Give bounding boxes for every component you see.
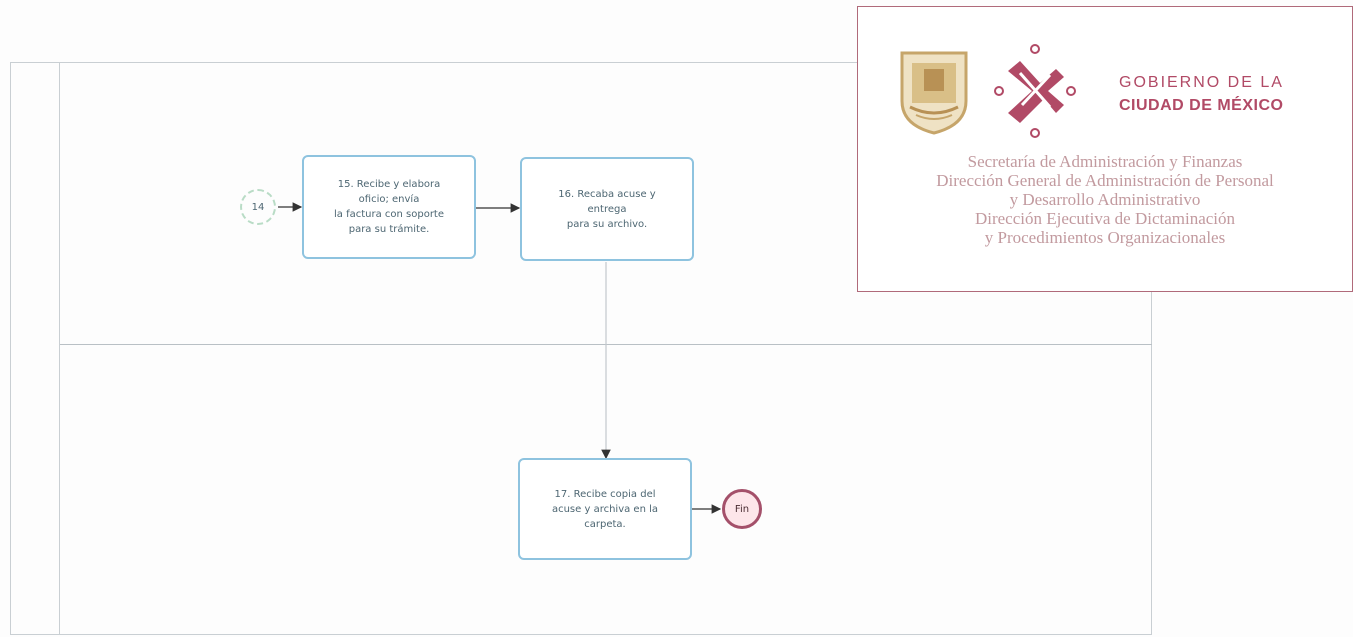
task-16: 16. Recaba acuse y entrega para su archi… — [520, 157, 694, 261]
government-header — [857, 6, 1353, 292]
end-event-label: Fin — [734, 503, 750, 515]
secretaria-line-5: y Procedimientos Organizacionales — [984, 228, 1226, 247]
secretaria-line-1: Secretaría de Administración y Finanzas — [967, 152, 1243, 171]
start-event-14: 14 — [240, 189, 276, 225]
secretaria-line-2: Dirección General de Administración de P… — [936, 171, 1274, 190]
gov-title-line1: GOBIERNO DE LA — [1119, 74, 1284, 91]
secretaria-line-3: y Desarrollo Administrativo — [1009, 190, 1201, 209]
cdmx-emblem-icon — [994, 44, 1076, 138]
coat-of-arms-icon — [900, 51, 968, 135]
pool-header-column — [10, 62, 60, 635]
end-event-fin: Fin — [722, 489, 762, 529]
task-17-text: 17. Recibe copia del acuse y archiva en … — [551, 488, 659, 530]
pool-frame — [10, 62, 1152, 635]
task-15: 15. Recibe y elabora oficio; envía la fa… — [302, 155, 476, 259]
secretaria-text: Secretaría de Administración y Finanzas … — [858, 152, 1352, 247]
task-16-text: 16. Recaba acuse y entrega para su archi… — [558, 188, 656, 230]
task-17: 17. Recibe copia del acuse y archiva en … — [518, 458, 692, 560]
gov-title-line2: CIUDAD DE MÉXICO — [1119, 97, 1284, 114]
task-15-text: 15. Recibe y elabora oficio; envía la fa… — [333, 179, 445, 235]
secretaria-line-4: Dirección Ejecutiva de Dictaminación — [974, 209, 1236, 228]
start-event-label: 14 — [251, 201, 265, 213]
